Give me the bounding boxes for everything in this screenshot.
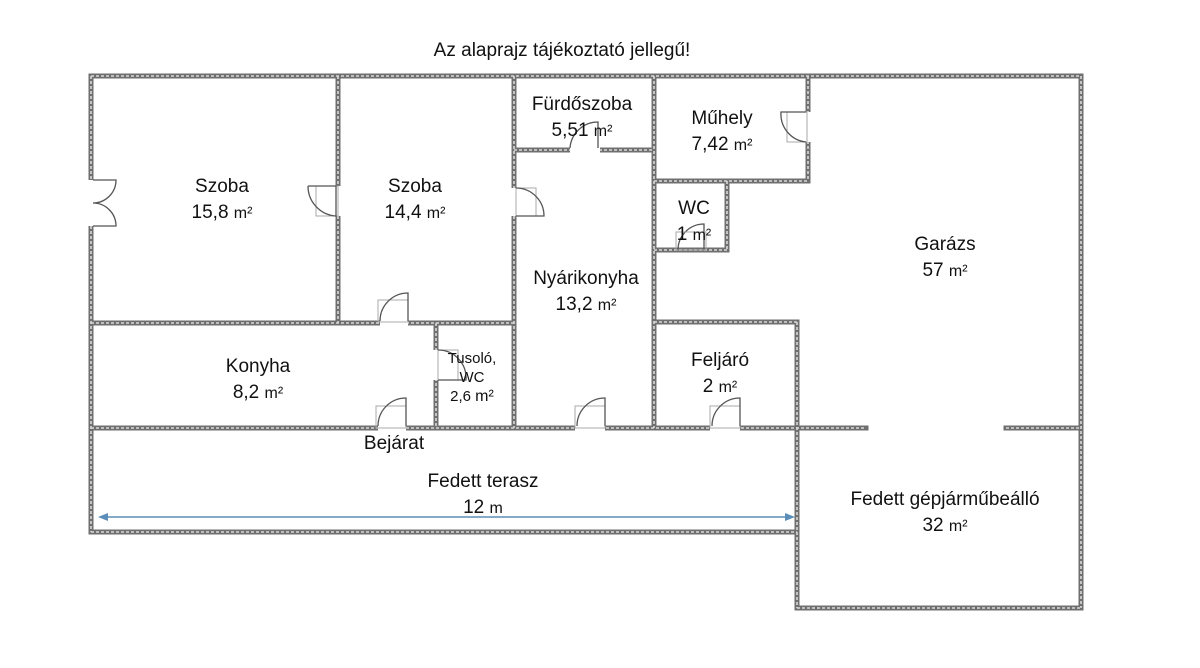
room-name: Konyha: [225, 356, 291, 377]
room-unit: m²: [593, 123, 613, 140]
room-unit: m²: [475, 388, 494, 405]
room-name: Szoba: [195, 176, 249, 197]
room-area: 57: [922, 260, 944, 281]
room-area: 15,8: [191, 202, 229, 223]
room-name: Nyárikonyha: [533, 268, 639, 289]
room-area: 5,51: [551, 120, 589, 141]
room-furdoszoba: Fürdőszoba 5,51 m²: [532, 92, 632, 145]
room-name: Szoba: [388, 176, 442, 197]
walls: [88, 73, 1084, 611]
room-area: 2: [702, 376, 714, 397]
room-unit: m²: [948, 263, 968, 280]
room-unit: m²: [597, 297, 617, 314]
room-area: 14,4: [384, 202, 422, 223]
room-name-line2: WC: [459, 369, 485, 386]
room-name: Műhely: [691, 108, 753, 129]
room-muhely: Műhely 7,42 m²: [691, 106, 752, 159]
room-name: Garázs: [914, 234, 976, 255]
plan-disclaimer-title: Az alaprajz tájékoztató jellegű!: [433, 40, 691, 61]
arrowhead-right-icon: [785, 513, 795, 521]
room-dimension: 12: [463, 497, 485, 518]
room-feljaro: Feljáró 2 m²: [691, 348, 749, 401]
room-unit: m²: [233, 205, 253, 222]
room-szoba-2: Szoba 14,4 m²: [385, 174, 446, 227]
doors: [88, 111, 811, 431]
dimension-arrow: [98, 513, 795, 521]
room-garazs: Garázs 57 m²: [914, 232, 975, 285]
room-name: Fedett terasz: [427, 471, 539, 492]
room-unit: m²: [264, 385, 284, 402]
room-fedett-terasz: Fedett terasz 12 m: [428, 469, 539, 522]
room-szoba-1: Szoba 15,8 m²: [192, 174, 253, 227]
room-fedett-gepjarmubeallo: Fedett gépjárműbeálló 32 m²: [850, 487, 1039, 540]
room-name: Fürdőszoba: [531, 94, 633, 115]
room-unit: m²: [733, 137, 753, 154]
room-konyha: Konyha 8,2 m²: [226, 354, 290, 407]
room-name: WC: [678, 198, 710, 219]
room-nyarikonyha: Nyárikonyha 13,2 m²: [533, 266, 639, 319]
room-name: Fedett gépjárműbeálló: [850, 489, 1040, 510]
room-unit: m: [489, 500, 503, 517]
room-area: 8,2: [232, 382, 260, 403]
room-area: 32: [922, 515, 944, 536]
arrowhead-left-icon: [98, 513, 108, 521]
room-unit: m²: [948, 518, 968, 535]
entrance-label: Bejárat: [363, 433, 425, 454]
room-name: Feljáró: [690, 350, 750, 371]
room-area: 7,42: [691, 134, 729, 155]
room-unit: m²: [718, 379, 738, 396]
room-area: 13,2: [555, 294, 593, 315]
room-wc: WC 1 m²: [677, 196, 712, 249]
room-tusolo-wc: Tusoló, WC 2,6 m²: [448, 349, 497, 406]
room-area: 1: [676, 224, 688, 245]
room-name: Tusoló,: [447, 350, 497, 367]
room-unit: m²: [426, 205, 446, 222]
room-unit: m²: [692, 227, 712, 244]
room-area: 2,6: [450, 388, 472, 405]
